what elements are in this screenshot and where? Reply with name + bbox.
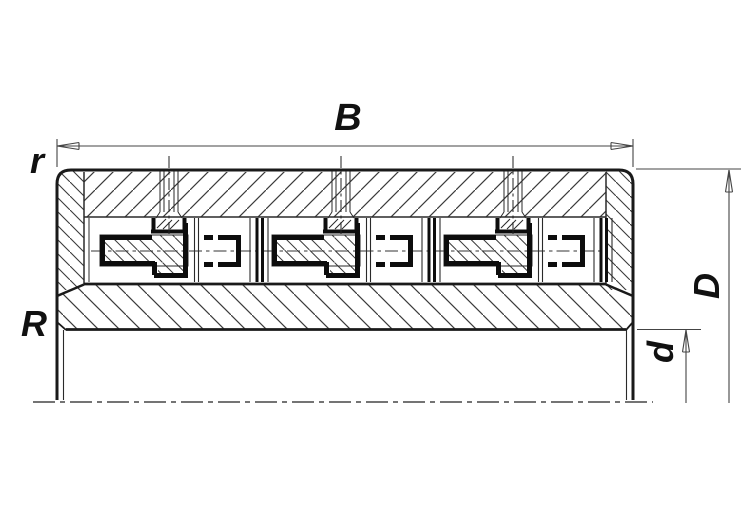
dimension-D [636,168,741,403]
label-bore-diameter-d: d [640,341,681,363]
inner-ring-section [57,284,633,330]
label-width-B: B [334,97,362,139]
dimension-d [637,328,701,403]
dimension-B [56,139,634,167]
outer-ring-left-rib [57,171,84,290]
outer-ring-section [57,171,633,290]
label-chamfer-r: r [29,140,45,181]
outer-ring-right-rib [606,171,633,290]
label-outer-diameter-D: D [686,273,727,299]
label-chamfer-R: R [21,303,47,344]
